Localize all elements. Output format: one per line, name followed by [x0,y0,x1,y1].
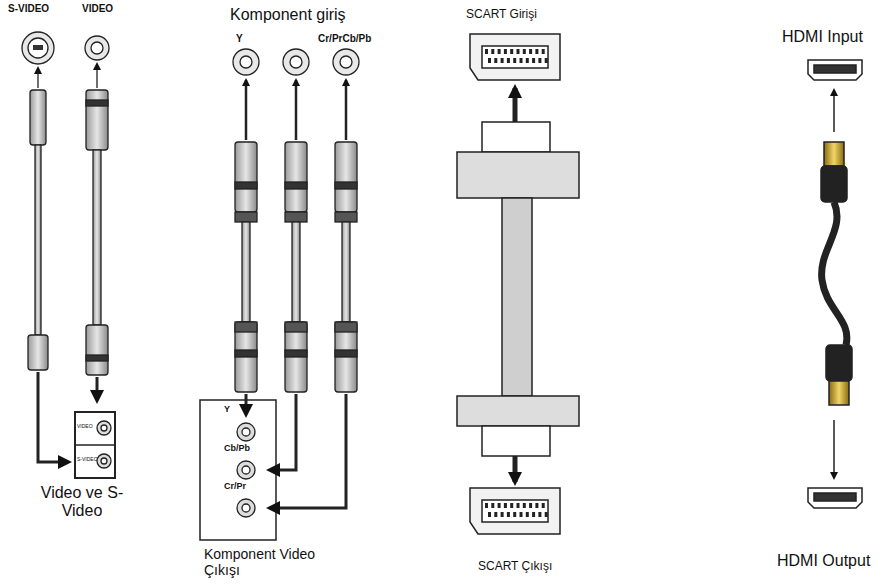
scart-pin [498,49,501,54]
scart-pin [545,512,548,517]
scart-pin [494,512,497,517]
scart-pin [485,49,488,54]
scart-pin [520,512,523,517]
group-caption: Video ve S-Video [22,484,142,521]
scart-pin [532,58,535,63]
scart-pin [491,503,494,508]
group-caption: SCART Girişi [466,8,537,22]
scart-pin [517,503,520,508]
scart-pin [504,49,507,54]
scart-pin [485,503,488,508]
scart-pin [491,49,494,54]
scart-pin [510,503,513,508]
scart-pin [532,512,535,517]
group-caption: Komponent giriş [230,6,346,24]
scart-pin [529,49,532,54]
group-caption: SCART Çıkışı [478,560,552,574]
scart-pin [513,512,516,517]
scart-connectors [457,34,579,534]
scart-pin [523,49,526,54]
port-label: Y [236,33,243,45]
scart-pin [526,58,529,63]
scart-pin [542,49,545,54]
scart-pin [507,58,510,63]
scart-pin [520,58,523,63]
port-label: Cr/Pr [224,481,246,491]
scart-pin [535,49,538,54]
group-caption: Komponent Video Çıkışı [204,546,354,578]
scart-pin [513,58,516,63]
scart-pin [494,58,497,63]
scart-pin [517,49,520,54]
scart-pin [535,503,538,508]
port-label: Y [224,404,230,414]
scart-pin [504,503,507,508]
component-connectors [200,49,359,540]
scart-pin [488,58,491,63]
scart-pin [498,503,501,508]
scart-pin [529,503,532,508]
scart-pin [488,512,491,517]
group-caption: HDMI Output [777,552,870,570]
scart-pin [510,49,513,54]
scart-pin [501,512,504,517]
scart-pin [545,58,548,63]
scart-pin [538,512,541,517]
video-connectors [22,32,115,478]
scart-pin [538,58,541,63]
port-label: VIDEO [77,424,93,430]
scart-pin [523,503,526,508]
scart-pin [526,512,529,517]
group-caption: HDMI Input [782,28,863,46]
scart-pin [507,512,510,517]
port-label: Cb/Pb [224,443,250,453]
port-label: S-VIDEO [8,3,49,15]
hdmi-connectors [808,60,862,508]
port-label: S-VIDEO [77,457,98,463]
scart-pin [542,503,545,508]
port-label: Cr/PrCb/Pb [318,33,371,45]
scart-pin [501,58,504,63]
port-label: VIDEO [82,3,113,15]
